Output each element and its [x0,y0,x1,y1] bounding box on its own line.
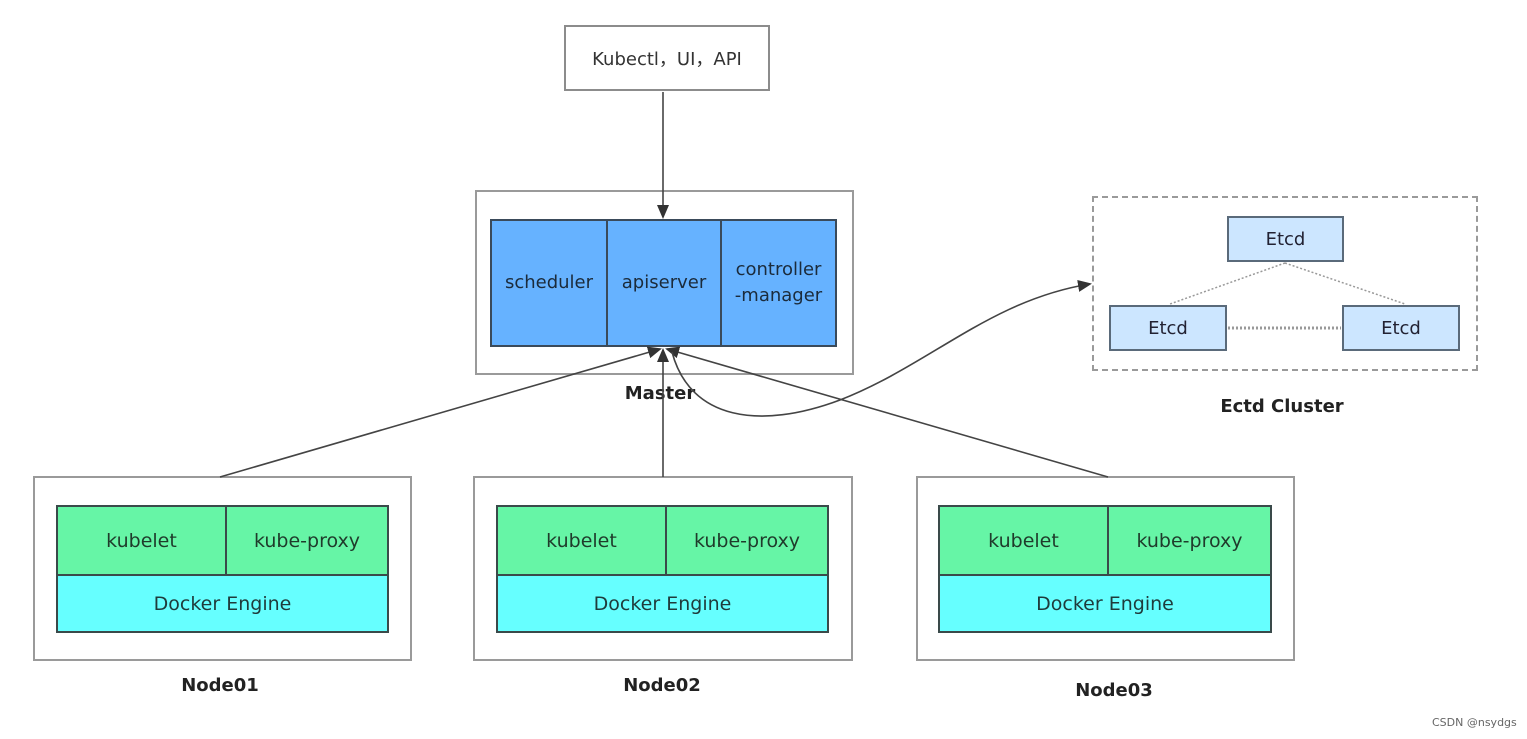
watermark: CSDN @nsydgs [1432,716,1517,729]
master-caption: Master [624,383,696,404]
node02-docker-engine: Docker Engine [496,574,829,633]
client-box: Kubectl，UI，API [564,25,770,91]
docker-engine-label: Docker Engine [1036,592,1174,615]
node01-docker-engine: Docker Engine [56,574,389,633]
apiserver-label: apiserver [621,272,707,293]
etcd-cluster-box [1092,196,1478,371]
node01-kubelet: kubelet [56,505,227,576]
etcd-node-left: Etcd [1109,305,1227,351]
kubelet-label: kubelet [988,529,1059,552]
etcd-label: Etcd [1148,317,1188,339]
node02-kubelet: kubelet [496,505,667,576]
controller-manager-label: controller -manager [734,259,823,306]
node03-kubelet: kubelet [938,505,1109,576]
docker-engine-label: Docker Engine [153,592,292,615]
scheduler-label: scheduler [504,272,594,293]
node01-kube-proxy: kube-proxy [225,505,389,576]
node02-caption: Node02 [623,675,701,696]
controller-manager-box: controller -manager [720,219,837,347]
etcd-label: Etcd [1381,317,1421,339]
apiserver-box: apiserver [606,219,722,347]
client-label: Kubectl，UI，API [592,49,742,70]
etcd-node-right: Etcd [1342,305,1460,351]
etcd-node-top: Etcd [1227,216,1344,262]
kube-proxy-label: kube-proxy [693,529,801,552]
node03-kube-proxy: kube-proxy [1107,505,1272,576]
kubelet-label: kubelet [106,529,177,552]
scheduler-box: scheduler [490,219,608,347]
docker-engine-label: Docker Engine [593,592,732,615]
etcd-label: Etcd [1265,228,1306,250]
node03-caption: Node03 [1075,680,1153,701]
etcd-cluster-caption: Ectd Cluster [1220,396,1344,417]
node03-docker-engine: Docker Engine [938,574,1272,633]
node01-caption: Node01 [181,675,259,696]
node02-kube-proxy: kube-proxy [665,505,829,576]
kube-proxy-label: kube-proxy [253,529,361,552]
kube-proxy-label: kube-proxy [1136,529,1243,552]
kubelet-label: kubelet [546,529,617,552]
